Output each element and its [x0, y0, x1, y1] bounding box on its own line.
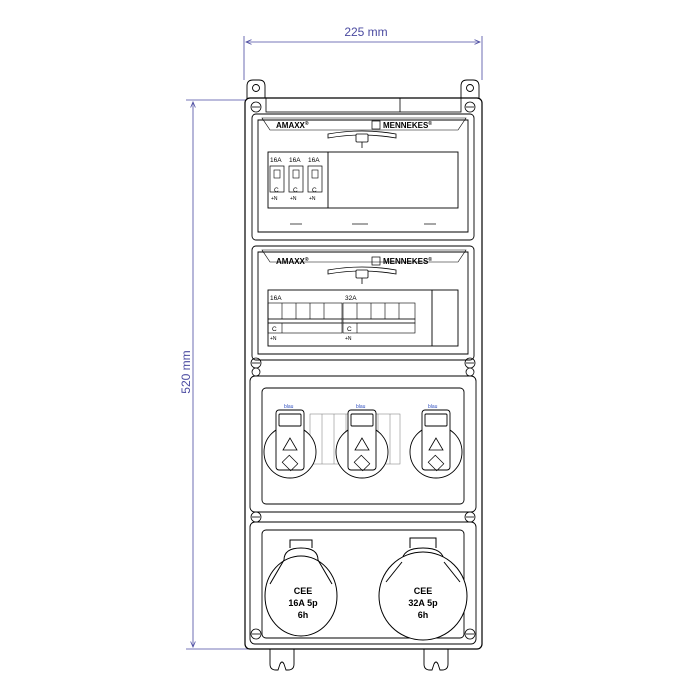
upper-module [251, 113, 475, 241]
cee-16a-line3: 6h [298, 610, 309, 620]
mcb-3-type: C [312, 187, 317, 194]
rcbo-left-type: C [272, 326, 277, 333]
mcb-2-rating: 16A [289, 157, 301, 164]
socket-2-label: blau [356, 404, 366, 410]
mcb-3: 16A C +N [307, 157, 323, 202]
middle-latch [327, 266, 397, 284]
upper-latch [327, 130, 397, 148]
width-label: 225 mm [344, 25, 387, 39]
mcb-2-poles: +N [290, 196, 297, 202]
cee-16a-line1: CEE [294, 586, 313, 596]
socket-module [249, 375, 477, 513]
rcbo-right-poles: +N [345, 336, 352, 342]
mcb-1-rating: 16A [270, 157, 282, 164]
rcbo-right: 32A C +N [342, 295, 416, 342]
rcbo-left-rating: 16A [270, 295, 282, 302]
middle-mennekes-logo [371, 256, 381, 266]
height-dimension [186, 99, 248, 650]
corner-screws [250, 101, 476, 640]
upper-mennekes-logo [371, 120, 381, 130]
width-dimension [243, 36, 483, 80]
mcb-1: 16A C +N [269, 157, 285, 202]
socket-1-label: blau [284, 404, 294, 410]
upper-brand-left: AMAXX® [276, 120, 309, 130]
top-strip [265, 97, 462, 113]
socket-3-label: blau [428, 404, 438, 410]
cee-socket-32a [378, 537, 468, 641]
cee-32a-line1: CEE [414, 586, 433, 596]
mounting-lug-top-left [246, 79, 266, 101]
cee-32a-line2: 32A 5p [408, 598, 438, 608]
rcbo-right-type: C [347, 326, 352, 333]
middle-module [251, 245, 475, 361]
schuko-socket-1 [263, 409, 317, 479]
rcbo-left: 16A C +N [267, 295, 343, 342]
middle-brand-right: MENNEKES® [383, 256, 432, 266]
mcb-2-type: C [293, 187, 298, 194]
rcbo-right-rating: 32A [345, 295, 357, 302]
middle-brand-left: AMAXX® [276, 256, 309, 266]
cee-32a-line3: 6h [418, 610, 429, 620]
schuko-socket-3 [409, 409, 463, 479]
mcb-1-type: C [274, 187, 279, 194]
height-label: 520 mm [179, 350, 193, 393]
mcb-2: 16A C +N [288, 157, 304, 202]
upper-brand-right: MENNEKES® [383, 120, 432, 130]
mounting-lug-top-right [460, 79, 480, 101]
cee-socket-16a [264, 539, 338, 637]
schuko-socket-2 [335, 409, 389, 479]
mcb-1-poles: +N [271, 196, 278, 202]
mounting-lug-bottom-left [269, 647, 295, 671]
mcb-3-rating: 16A [308, 157, 320, 164]
cee-16a-line2: 16A 5p [288, 598, 318, 608]
rcbo-left-poles: +N [270, 336, 277, 342]
mcb-3-poles: +N [309, 196, 316, 202]
mounting-lug-bottom-right [423, 647, 449, 671]
